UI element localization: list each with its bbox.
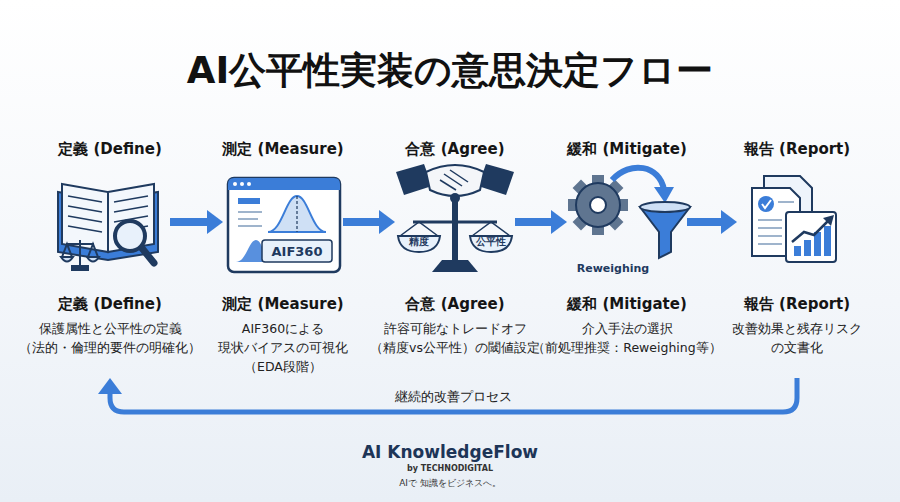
connector-label: 継続的改善プロセス [395, 389, 512, 406]
arrow-head [207, 210, 223, 234]
stage-heading: 測定 (Measure) [222, 295, 343, 314]
flow-connector [515, 210, 567, 234]
funnel-icon [612, 168, 690, 258]
connector-line [170, 218, 209, 226]
stage-heading: 緩和 (Mitigate) [567, 140, 687, 159]
stage-heading: 報告 (Report) [744, 140, 850, 159]
arrow-head [98, 378, 122, 394]
stage-heading: 報告 (Report) [744, 295, 850, 314]
flow-connector [170, 210, 223, 234]
balance-scale-icon [398, 193, 512, 272]
flow-connector [687, 210, 737, 234]
stage-heading: 測定 (Measure) [222, 140, 343, 159]
stage-node: 緩和 (Mitigate)緩和 (Mitigate)介入手法の選択 （前処理推奨… [567, 138, 687, 378]
connector-line [687, 218, 723, 226]
connector-line [110, 378, 797, 412]
stage-heading: 合意 (Agree) [405, 295, 504, 314]
connector-line [515, 218, 553, 226]
scale-label: 精度 [409, 236, 429, 249]
brand-byline: by TECHNODIGITAL [407, 464, 493, 473]
stage-node: 定義 (Define)定義 (Define)保護属性と公平性の定義 （法的・倫理… [50, 138, 170, 378]
arrow-head [379, 210, 395, 234]
flow-connector [343, 210, 395, 234]
stage-node: 報告 (Report)報告 (Report)改善効果と残存リスク の文書化 [737, 138, 857, 378]
stage-heading: 定義 (Define) [58, 140, 162, 159]
stage-heading: 定義 (Define) [58, 295, 162, 314]
stage-node: 合意 (Agree)合意 (Agree)許容可能なトレードオフ （精度vs公平性… [395, 138, 515, 378]
flow-connector [98, 378, 797, 412]
method-label: Reweighing [577, 262, 650, 275]
report-icon [752, 176, 836, 262]
stage-description: 保護属性と公平性の定義 （法的・倫理的要件の明確化） [13, 319, 208, 357]
stage-description: 改善効果と残存リスク の文書化 [717, 319, 877, 357]
connector-line [343, 218, 381, 226]
scale-label: 公平性 [476, 236, 506, 249]
stage-heading: 合意 (Agree) [405, 140, 504, 159]
brand-name: AI KnowledgeFlow [362, 442, 538, 462]
dashboard-icon [228, 178, 340, 272]
arrow-head [551, 210, 567, 234]
magnifier-icon [115, 221, 154, 263]
stage-description: 介入手法の選択 （前処理推奨：Reweighing等） [530, 319, 725, 357]
scale-icon [61, 240, 99, 270]
stage-heading: 緩和 (Mitigate) [567, 295, 687, 314]
handshake-icon [396, 164, 514, 196]
brand-tagline: AIで 知識をビジネスへ。 [399, 477, 501, 490]
diagram-title: AI公平性実装の意思決定フロー [0, 46, 900, 96]
tool-badge: AIF360 [272, 244, 323, 259]
stage-description: AIF360による 現状バイアスの可視化 （EDA段階） [203, 319, 363, 376]
stage-description: 許容可能なトレードオフ （精度vs公平性）の閾値設定 [358, 319, 553, 357]
arrow-head [721, 210, 737, 234]
gear-icon [568, 175, 628, 235]
